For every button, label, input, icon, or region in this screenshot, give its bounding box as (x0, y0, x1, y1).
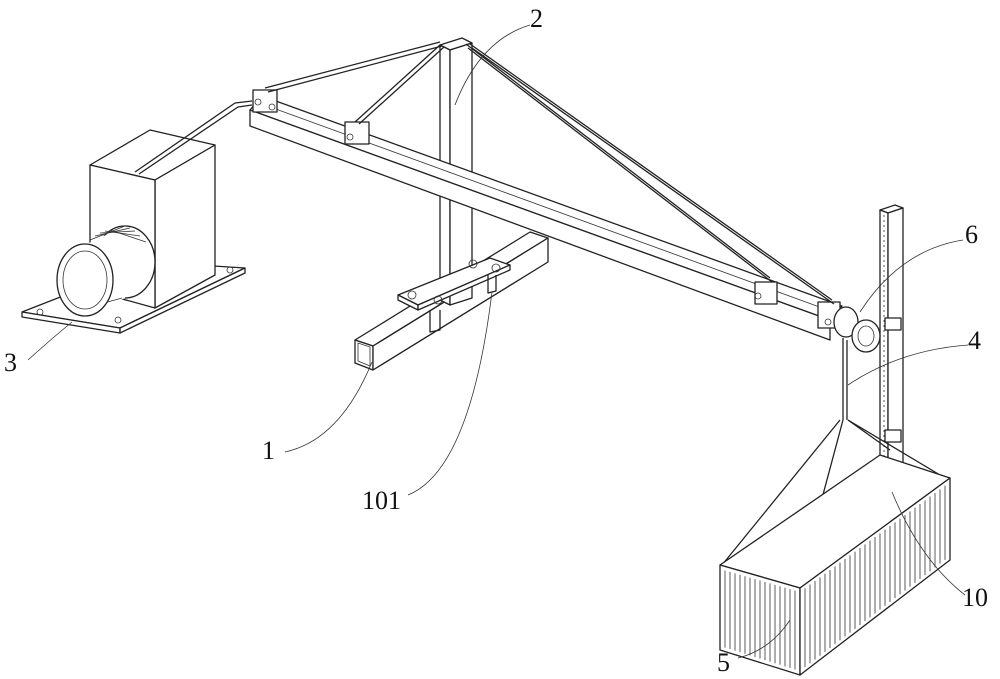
label-base-beam: 1 (262, 438, 275, 464)
label-winch: 6 (965, 222, 978, 248)
label-basket: 5 (717, 650, 730, 676)
label-mount-plate: 101 (362, 488, 401, 514)
label-column: 2 (530, 6, 543, 32)
motor-assembly (22, 101, 252, 333)
label-rope: 4 (968, 328, 981, 354)
label-motor: 3 (4, 350, 17, 376)
main-beam (250, 90, 842, 340)
basket (720, 420, 950, 675)
tie-cables (265, 42, 834, 304)
label-rack: 10 (962, 585, 988, 611)
winch (834, 307, 880, 352)
